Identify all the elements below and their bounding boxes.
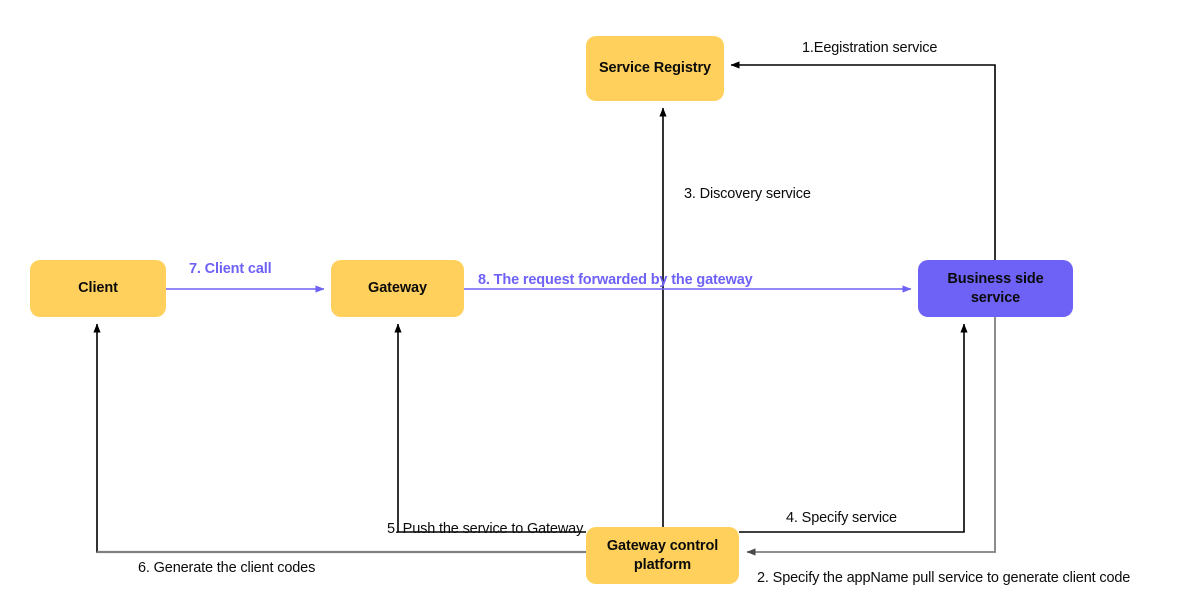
edge-1-registration-service <box>730 61 996 289</box>
edge-label-4-specify-service: 4. Specify service <box>786 510 897 526</box>
node-gateway-control-platform-label-line2: platform <box>633 556 692 573</box>
node-gateway-control-platform-label-line1: Gateway control <box>606 538 719 555</box>
node-business-side-service[interactable]: Business side service <box>918 260 1073 317</box>
node-gateway[interactable]: Gateway <box>331 260 464 317</box>
edge-label-6-generate-client-codes: 6. Generate the client codes <box>138 560 316 576</box>
edge-label-1-registration-service: 1.Eegistration service <box>802 40 938 56</box>
node-gateway-control-platform-label: Gateway control platform <box>607 537 718 573</box>
node-service-registry-label: Service Registry <box>598 60 712 77</box>
edge-label-8-request-forwarded: 8. The request forwarded by the gateway <box>478 272 753 288</box>
node-gateway-control-platform[interactable]: Gateway control platform <box>586 527 739 584</box>
edge-label-2-specify-appname: 2. Specify the appName pull service to g… <box>757 570 1131 586</box>
edge-6-generate-client-codes <box>93 323 586 553</box>
node-gateway-label: Gateway <box>368 280 427 297</box>
node-service-registry[interactable]: Service Registry <box>586 36 724 101</box>
edge-label-5-push-service-to-gateway: 5. Push the service to Gateway <box>387 521 584 537</box>
node-business-side-service-label-line2: service <box>970 289 1021 306</box>
node-client-label: Client <box>78 280 118 297</box>
edge-5-push-service-to-gateway <box>394 323 586 533</box>
node-business-side-service-label: Business side service <box>947 270 1043 306</box>
edge-4-specify-service <box>739 323 968 533</box>
edge-label-7-client-call: 7. Client call <box>189 261 272 277</box>
node-business-side-service-label-line1: Business side <box>947 271 1044 288</box>
node-client[interactable]: Client <box>30 260 166 317</box>
edge-label-3-discovery-service: 3. Discovery service <box>684 186 811 202</box>
